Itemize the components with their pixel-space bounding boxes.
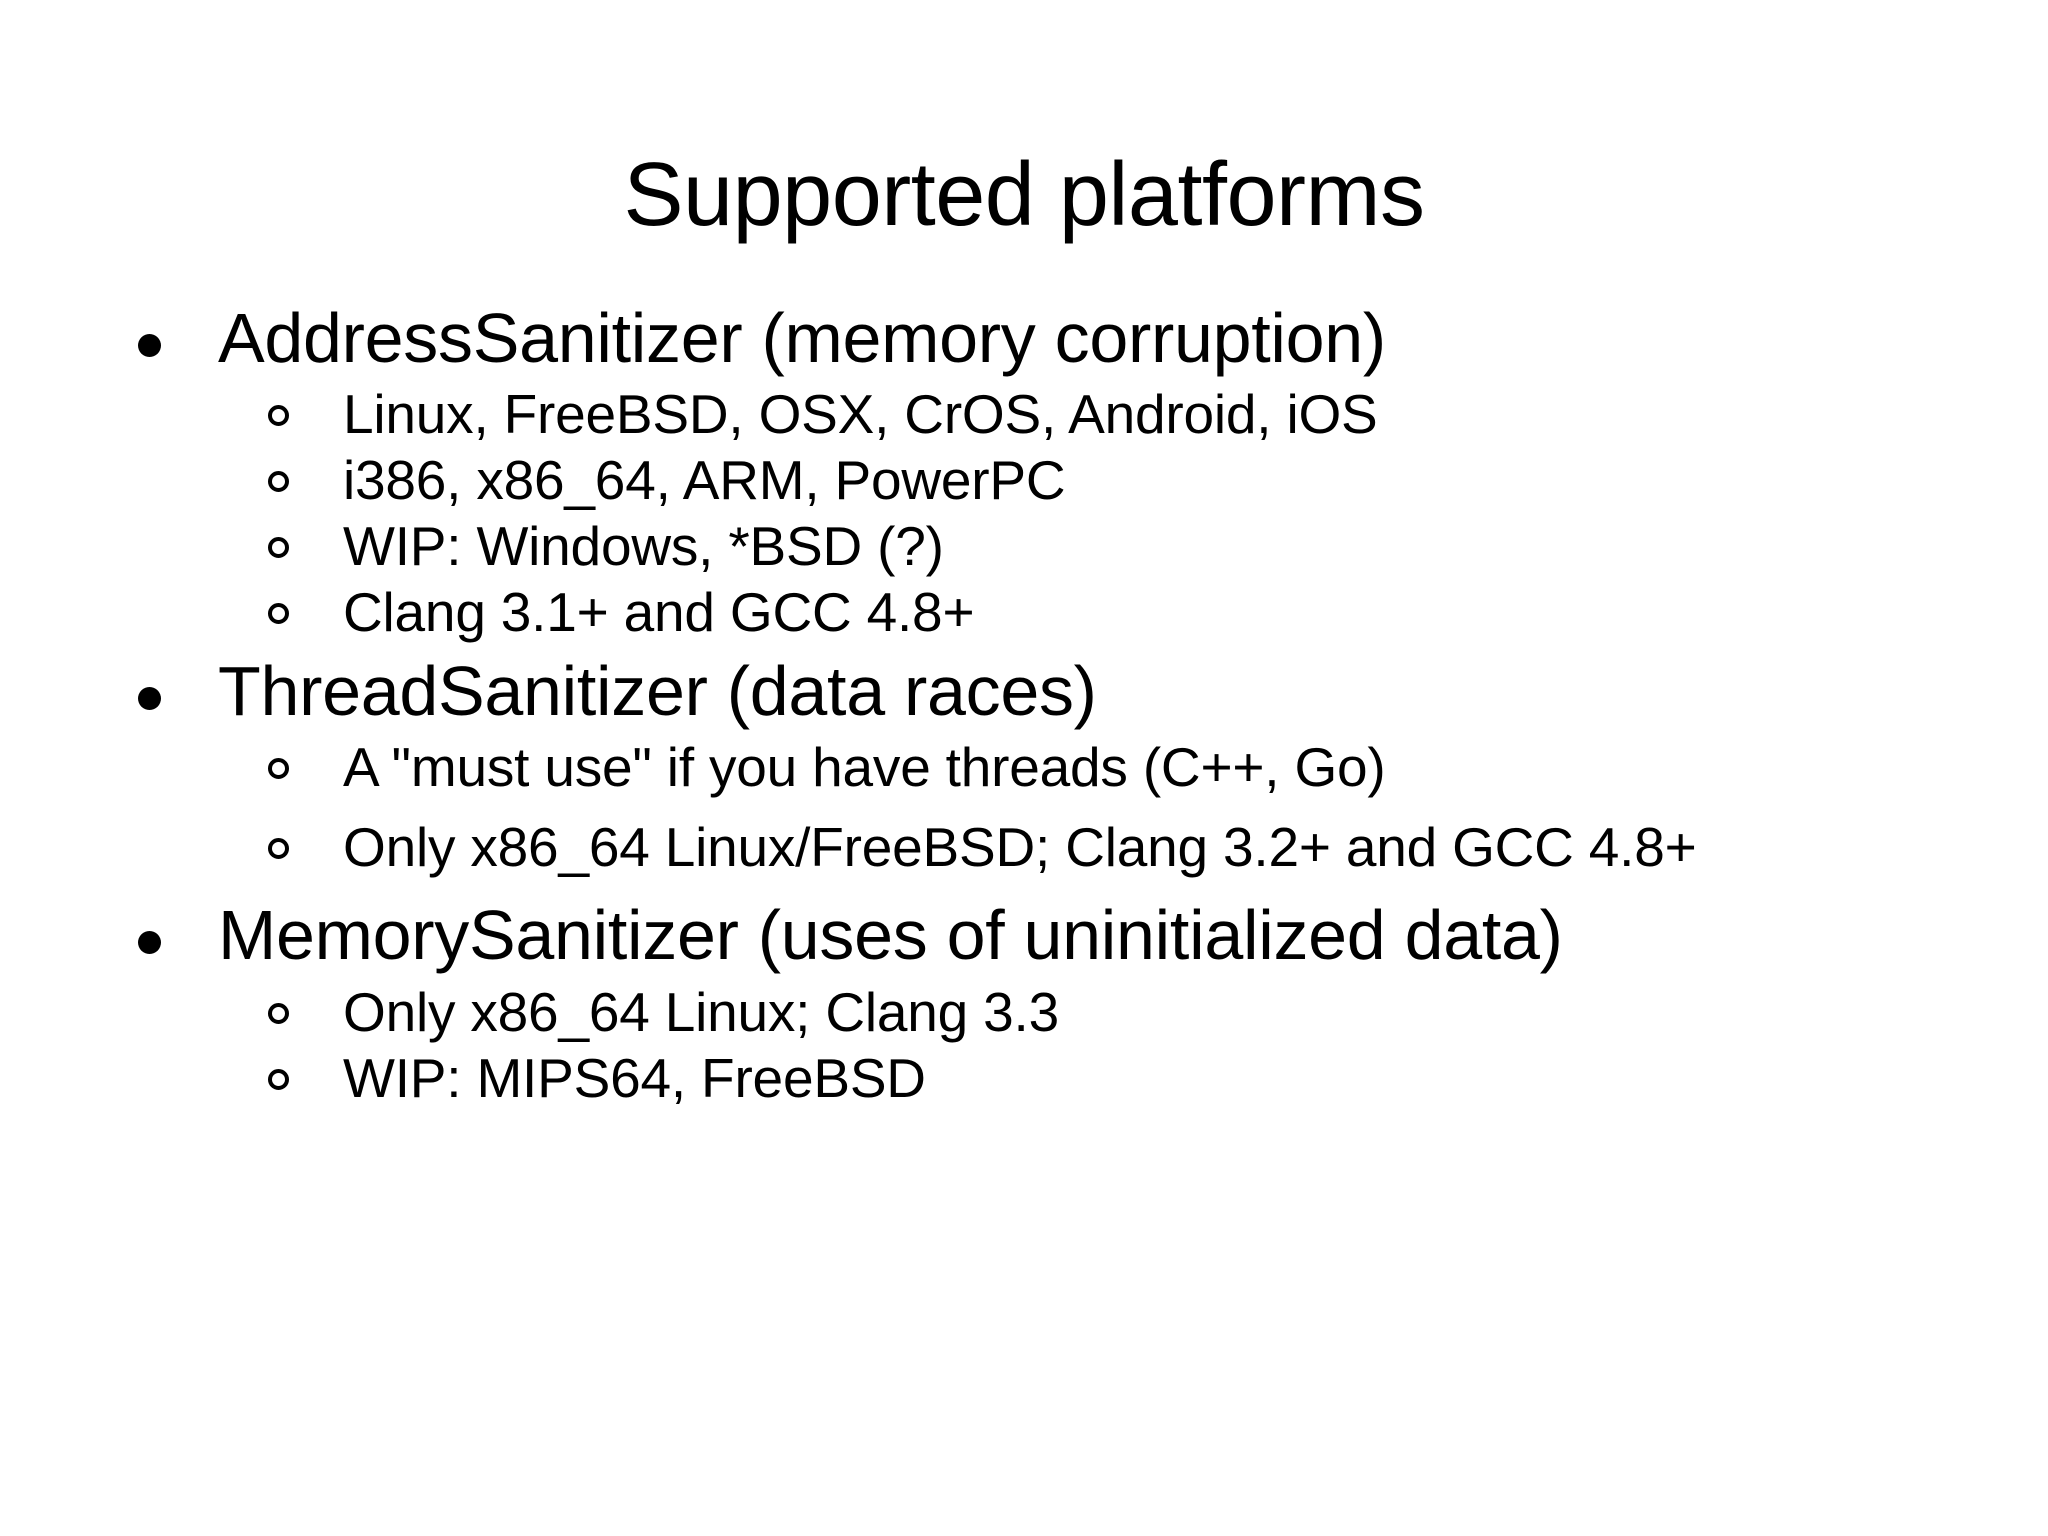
sub-bullet-item: Only x86_64 Linux; Clang 3.3 bbox=[118, 979, 1968, 1045]
hollow-circle-bullet-icon bbox=[268, 838, 289, 860]
sub-bullet-item: Linux, FreeBSD, OSX, CrOS, Android, iOS bbox=[118, 381, 1968, 447]
bullet-heading-label: MemorySanitizer (uses of uninitialized d… bbox=[218, 896, 1563, 975]
bullet-item-threadsanitizer: ThreadSanitizer (data races) bbox=[118, 651, 1968, 732]
bullet-heading-label: ThreadSanitizer (data races) bbox=[218, 652, 1097, 731]
hollow-circle-bullet-icon bbox=[268, 1068, 289, 1090]
sub-bullet-list-addresssanitizer: Linux, FreeBSD, OSX, CrOS, Android, iOS … bbox=[118, 381, 1968, 645]
hollow-circle-bullet-icon bbox=[268, 758, 289, 780]
hollow-circle-bullet-icon bbox=[268, 1002, 289, 1024]
sub-bullet-list-threadsanitizer: A "must use" if you have threads (C++, G… bbox=[118, 734, 1968, 881]
slide-body-content: AddressSanitizer (memory corruption) Lin… bbox=[118, 298, 1968, 1111]
filled-disc-bullet-icon bbox=[138, 931, 161, 955]
sub-bullet-label: WIP: MIPS64, FreeBSD bbox=[343, 1046, 926, 1109]
sub-bullet-item: WIP: Windows, *BSD (?) bbox=[118, 513, 1968, 579]
sub-bullet-label: A "must use" if you have threads (C++, G… bbox=[343, 736, 1386, 799]
page-title: Supported platforms bbox=[623, 145, 1425, 246]
filled-disc-bullet-icon bbox=[138, 334, 161, 357]
sub-bullet-label: WIP: Windows, *BSD (?) bbox=[343, 515, 944, 578]
sub-bullet-item: Only x86_64 Linux/FreeBSD; Clang 3.2+ an… bbox=[118, 814, 1968, 881]
sub-bullet-label: i386, x86_64, ARM, PowerPC bbox=[343, 449, 1066, 512]
hollow-circle-bullet-icon bbox=[268, 471, 289, 493]
sub-bullet-list-memorysanitizer: Only x86_64 Linux; Clang 3.3 WIP: MIPS64… bbox=[118, 979, 1968, 1111]
bullet-item-memorysanitizer: MemorySanitizer (uses of uninitialized d… bbox=[118, 895, 1968, 976]
sub-bullet-label: Only x86_64 Linux/FreeBSD; Clang 3.2+ an… bbox=[343, 816, 1697, 879]
sub-bullet-label: Clang 3.1+ and GCC 4.8+ bbox=[343, 581, 975, 644]
sub-bullet-item: A "must use" if you have threads (C++, G… bbox=[118, 734, 1968, 800]
sub-bullet-label: Linux, FreeBSD, OSX, CrOS, Android, iOS bbox=[343, 383, 1378, 446]
sub-bullet-label: Only x86_64 Linux; Clang 3.3 bbox=[343, 980, 1059, 1043]
hollow-circle-bullet-icon bbox=[268, 537, 289, 559]
sub-bullet-item: i386, x86_64, ARM, PowerPC bbox=[118, 447, 1968, 513]
sub-bullet-item: WIP: MIPS64, FreeBSD bbox=[118, 1045, 1968, 1111]
bullet-heading-label: AddressSanitizer (memory corruption) bbox=[218, 299, 1386, 377]
filled-disc-bullet-icon bbox=[138, 687, 161, 711]
bullet-item-addresssanitizer: AddressSanitizer (memory corruption) bbox=[118, 298, 1968, 379]
hollow-circle-bullet-icon bbox=[268, 603, 289, 625]
hollow-circle-bullet-icon bbox=[268, 405, 289, 427]
sub-bullet-item: Clang 3.1+ and GCC 4.8+ bbox=[118, 579, 1968, 645]
